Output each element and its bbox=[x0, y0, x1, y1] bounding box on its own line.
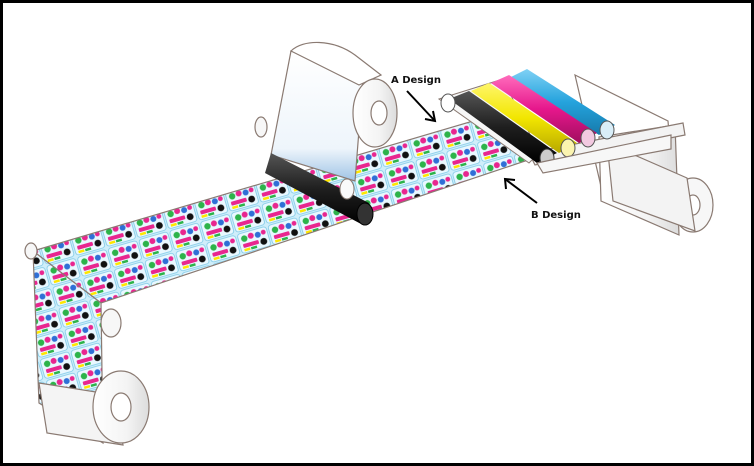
callout-b: B Design bbox=[503, 177, 581, 221]
callout-a: A Design bbox=[391, 75, 441, 123]
callout-b-label: B Design bbox=[531, 210, 581, 221]
label-printing-press-diagram: A Design B Design bbox=[24, 41, 714, 446]
impression-roller bbox=[265, 153, 374, 226]
callout-b-arrow-icon bbox=[503, 177, 538, 204]
cyan-roller bbox=[511, 69, 615, 140]
callout-a-arrow-icon bbox=[406, 90, 437, 123]
right-unwind-frame bbox=[574, 73, 714, 236]
cmyk-print-station bbox=[437, 69, 686, 174]
rewind-roll bbox=[38, 370, 150, 446]
idler-rollers-left bbox=[24, 242, 122, 338]
callout-a-label: A Design bbox=[391, 75, 441, 86]
magenta-roller bbox=[491, 75, 597, 148]
upper-supply-roll bbox=[254, 41, 398, 182]
